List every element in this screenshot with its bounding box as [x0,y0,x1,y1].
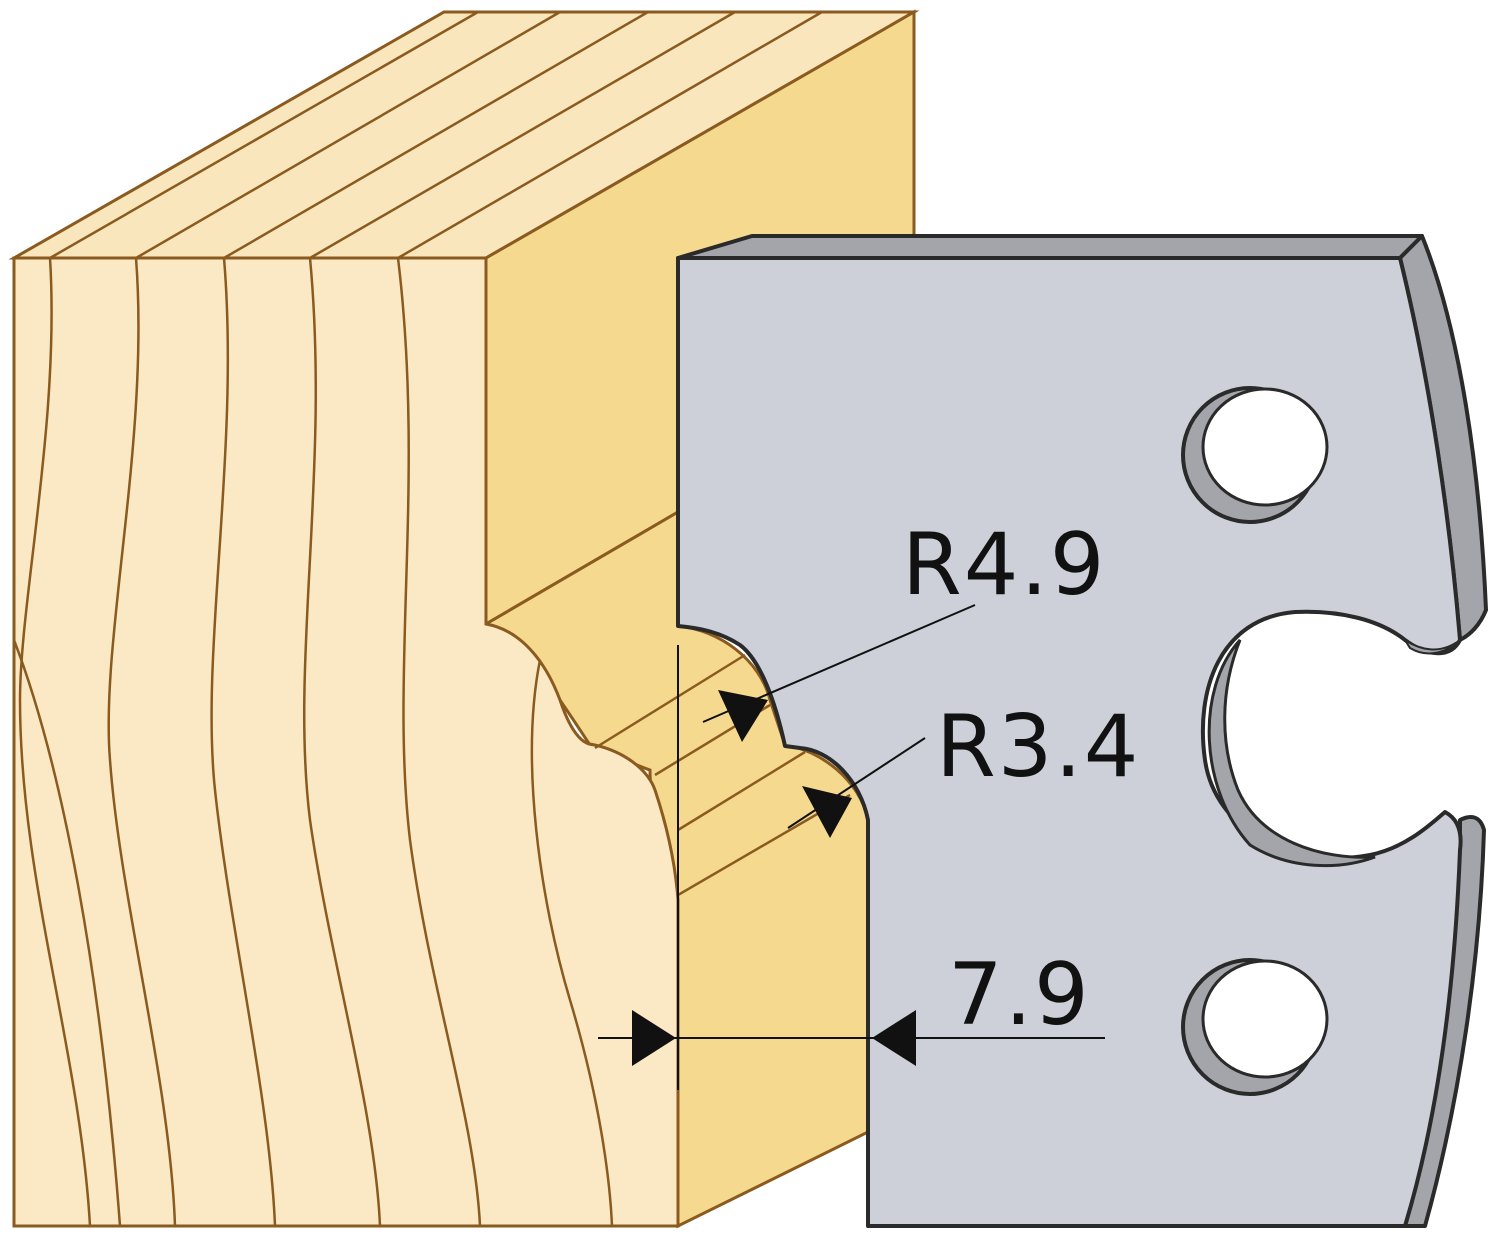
radius-upper-arrow-icon [718,690,768,742]
wood-front-face [12,256,680,1228]
mounting-hole-upper [1181,386,1329,524]
blade-top-bevel [676,234,1424,260]
radius-lower-leader [787,737,926,829]
radius-lower-arrow-icon [802,786,852,838]
notch-lip-shadow [1404,639,1461,655]
wood-front-grain [12,257,614,1227]
radius-upper-label: R4.9 [902,515,1107,615]
wood-block [8,9,920,1229]
wood-top-grain [49,10,823,260]
width-arrow-left-icon [632,1010,676,1066]
width-arrow-right-icon [872,1010,916,1066]
width-label: 7.9 [948,945,1091,1045]
notch-shadow [1207,638,1376,868]
mounting-hole-lower [1181,958,1329,1096]
knife-blade [676,234,1488,1228]
radius-lower-label: R3.4 [936,697,1141,797]
dimensions [598,604,1105,1090]
